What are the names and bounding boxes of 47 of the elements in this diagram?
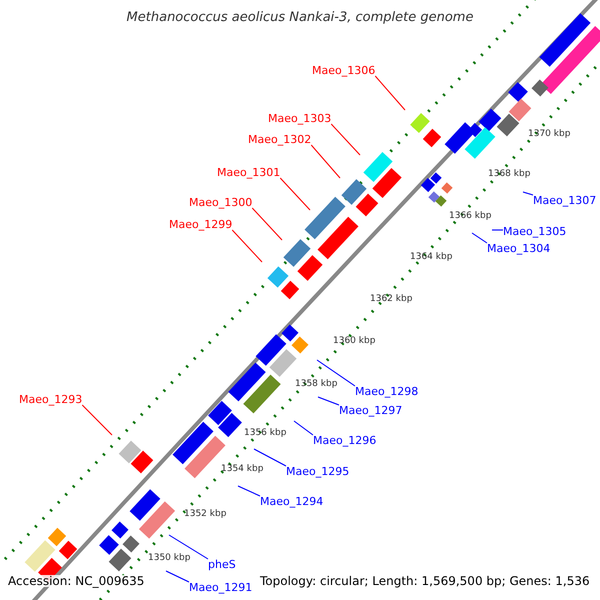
gene-label: Maeo_1296 (313, 435, 376, 446)
gene-label: Maeo_1302 (248, 134, 312, 145)
tick-label: 1368 kbp (488, 170, 530, 178)
tick-label: 1362 kbp (370, 294, 412, 304)
gene-label: Maeo_1301 (217, 167, 280, 178)
gene-label: Maeo_1298 (355, 386, 418, 397)
leader-line (294, 420, 314, 436)
leader-line (522, 192, 534, 196)
tick-label: 1364 kbp (410, 252, 452, 262)
gene-label: Maeo_1294 (260, 496, 324, 507)
genome-info-text: Accession: NC_009635 (8, 575, 144, 587)
tick-label: 1354 kbp (221, 464, 264, 474)
tick-label: 1358 kbp (295, 380, 338, 388)
tick-label: 1356 kbp (244, 428, 286, 438)
leader-line (166, 570, 190, 582)
gene-label: Maeo_1304 (487, 243, 550, 254)
gene-label: Maeo_1291 (189, 582, 252, 593)
genome-info-text: Topology: circular; Length: 1,569,500 bp; Genes: 1,536 (260, 575, 590, 587)
leader-line (280, 178, 310, 210)
leader-line (252, 208, 282, 240)
leader-line (374, 76, 406, 110)
title: Methanococcus aeolicus Nankai-3, complete genome (126, 11, 474, 24)
gene-label: Maeo_1293 (19, 394, 82, 405)
gene-label: Maeo_1306 (312, 65, 376, 76)
leader-line (168, 534, 208, 560)
gene-label: Maeo_1307 (533, 195, 596, 206)
tick-label: 1360 kbp (333, 336, 376, 346)
tick-label: 1370 kbp (528, 130, 570, 138)
gene-label: Maeo_1305 (503, 226, 566, 237)
leader-line (310, 144, 340, 178)
gene-label: Maeo_1297 (339, 405, 402, 416)
leader-line (316, 360, 356, 386)
tick-label: 1352 kbp (184, 510, 226, 518)
gene-label: Maeo_1303 (268, 113, 332, 124)
gene-label: Maeo_1295 (286, 466, 350, 477)
leader-line (232, 230, 262, 262)
gene-label: Maeo_1300 (189, 197, 252, 208)
leader-line (254, 448, 286, 466)
tick-label: 1350 kbp (148, 554, 190, 562)
leader-line (82, 404, 112, 436)
tick-label: 1366 kbp (449, 212, 492, 220)
leader-line (238, 486, 260, 496)
gene-label: Maeo_1299 (169, 219, 232, 230)
leader-line (472, 232, 488, 244)
leader-line (318, 396, 340, 406)
leader-line (330, 124, 360, 156)
gene-label: pheS (208, 559, 236, 570)
